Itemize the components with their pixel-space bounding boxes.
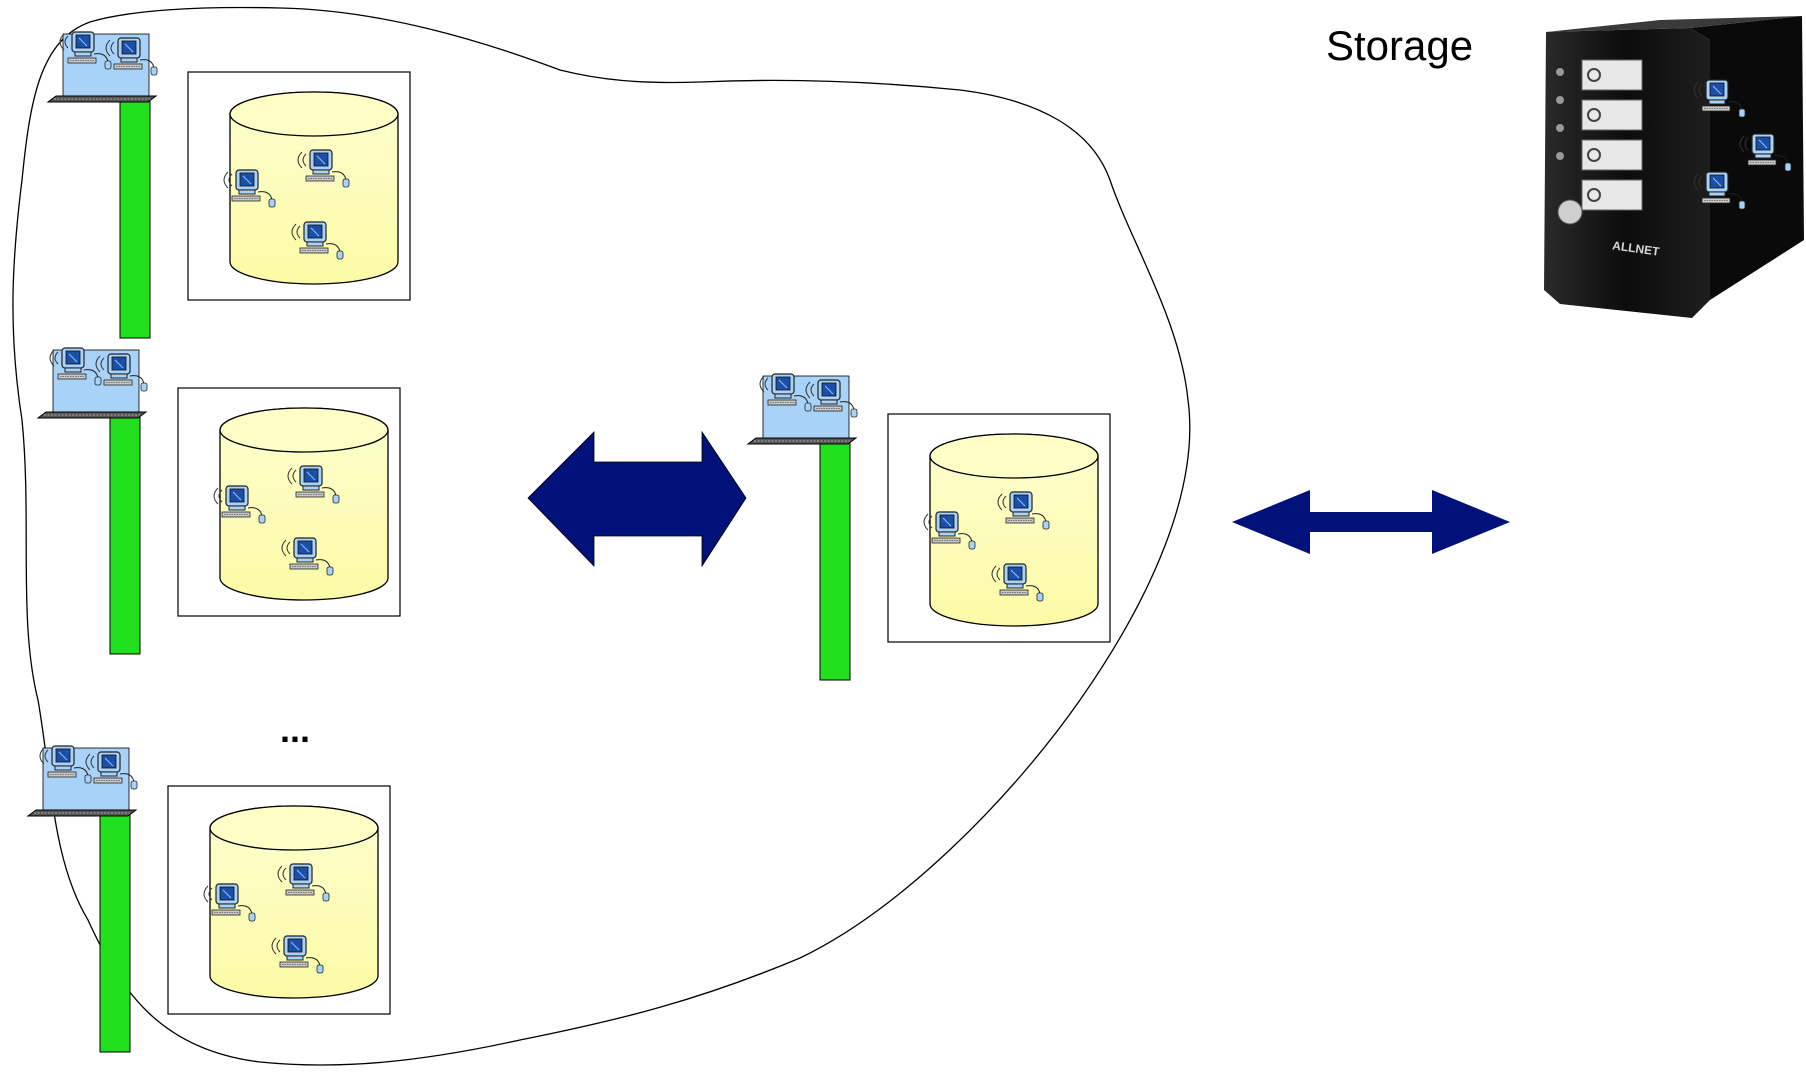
- storage-link-arrow-icon: [1232, 490, 1510, 554]
- ellipsis-label: ...: [280, 709, 310, 750]
- nas-brand-label: ALLNET: [1611, 238, 1660, 259]
- workstation-node-3: [28, 746, 390, 1052]
- workstation-node-2: [38, 348, 400, 654]
- workstation-node-center: [748, 374, 1110, 680]
- nas-storage-device-icon: ALLNET: [1544, 16, 1804, 318]
- workstation-node-1: [48, 32, 410, 338]
- bidirectional-arrow-icon: [527, 430, 747, 568]
- cloud-boundary: [12, 6, 1191, 1066]
- storage-label: Storage: [1326, 22, 1473, 69]
